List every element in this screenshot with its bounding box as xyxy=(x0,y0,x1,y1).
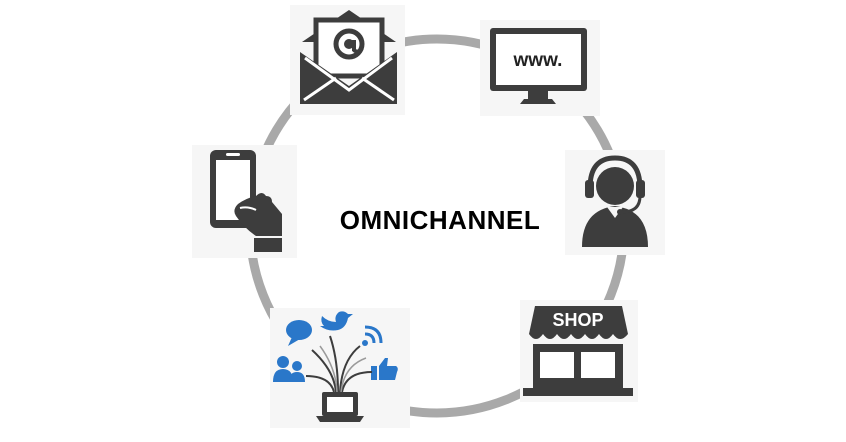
call-center-agent-icon xyxy=(565,150,665,255)
people-group-icon xyxy=(273,356,305,382)
website-www-label: www. xyxy=(513,50,563,71)
laptop-icon xyxy=(316,392,364,422)
shop-storefront-icon: SHOP xyxy=(520,300,638,402)
social-media-network-icon xyxy=(270,308,410,428)
email-envelope-icon xyxy=(290,5,405,115)
mobile-phone-icon xyxy=(192,145,297,258)
website-monitor-icon: www. xyxy=(480,20,600,116)
chat-bubble-icon xyxy=(286,320,312,346)
center-title-label: OMNICHANNEL xyxy=(339,205,541,235)
rss-feed-icon xyxy=(362,325,383,346)
thumbs-up-icon xyxy=(371,358,398,380)
twitter-bird-icon xyxy=(320,311,353,331)
shop-sign-label: SHOP xyxy=(552,310,603,330)
